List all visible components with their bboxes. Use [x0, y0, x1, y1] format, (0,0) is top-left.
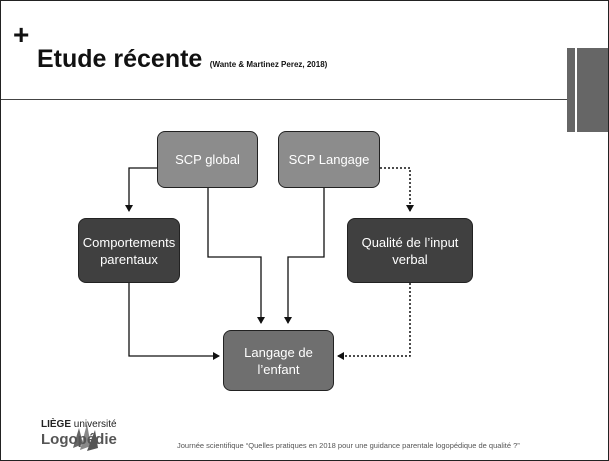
- edge-scplangage-qualite: [380, 167, 414, 212]
- node-scp-langage: SCP Langage: [278, 131, 380, 188]
- plus-icon: +: [13, 19, 30, 50]
- edge-scpglobal-langage: [207, 188, 265, 324]
- sidebar-decoration: [567, 48, 608, 132]
- edge-comportements-langage: [128, 283, 220, 360]
- node-scp-global: SCP global: [157, 131, 258, 188]
- title-citation: (Wante & Martinez Perez, 2018): [209, 60, 328, 69]
- title-rule: [1, 99, 567, 100]
- title-text: Etude récente: [37, 45, 203, 73]
- slide-title: Etude récente (Wante & Martinez Perez, 2…: [37, 45, 327, 74]
- logo-university-text: LIÈGE université: [41, 419, 117, 430]
- liege-logo-icon: [73, 424, 98, 451]
- footer-caption: Journée scientifique “Quelles pratiques …: [177, 441, 520, 450]
- logo-department-text: Logopédie: [41, 431, 117, 448]
- sidebar-notch: [575, 48, 577, 132]
- edge-scpglobal-comportements: [125, 167, 157, 212]
- edge-qualite-langage: [337, 283, 411, 360]
- edge-scplangage-langage: [284, 188, 325, 324]
